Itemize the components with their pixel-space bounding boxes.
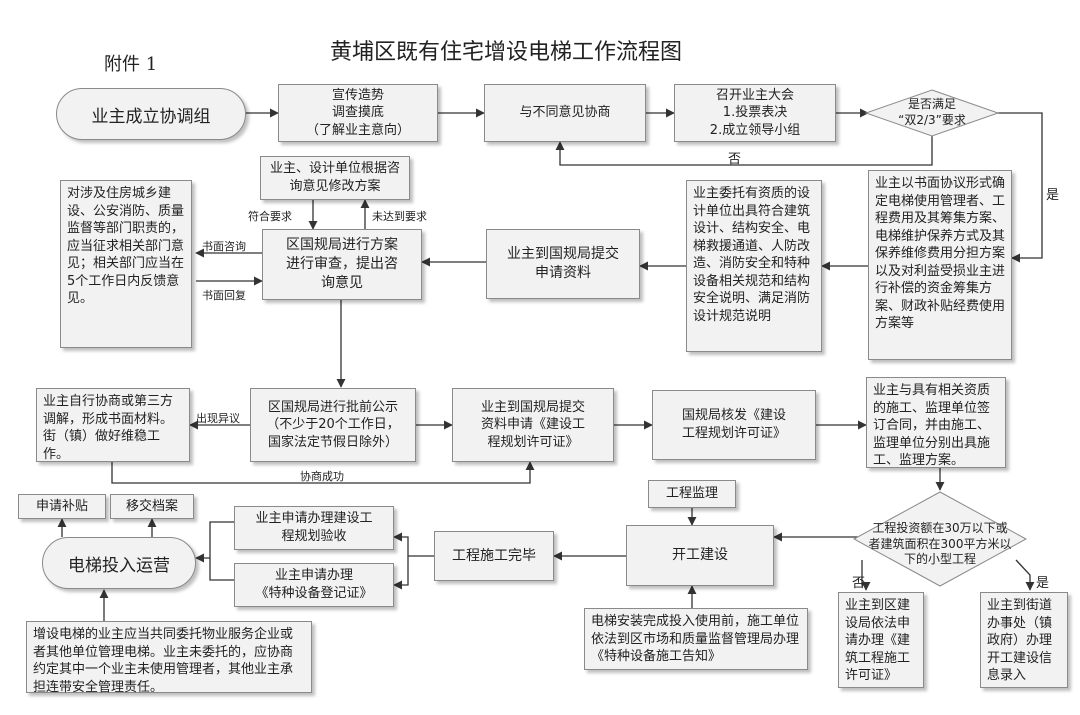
start-construction-node: 开工建设 xyxy=(626,525,774,586)
modify-plan-node: 业主、设计单位根据咨 询意见修改方案 xyxy=(260,156,410,200)
special-register-node: 业主申请办理 《特种设备登记证》 xyxy=(234,563,394,607)
attachment-label: 附件 1 xyxy=(104,54,158,75)
completed-node: 工程施工完毕 xyxy=(434,531,554,581)
acceptance-node: 业主申请办理建设工 程规划验收 xyxy=(234,506,394,550)
page-title: 黄埔区既有住宅增设电梯工作流程图 xyxy=(330,40,683,65)
install-notice-node: 电梯安装完成投入使用前，施工单位依法到区市场和质量监督管理局办理《特种设备施工告… xyxy=(584,608,808,670)
label-no-top: 否 xyxy=(728,152,742,167)
written-agreement-node: 业主以书面协议形式确定电梯使用管理者、工程费用及其筹集方案、电梯维护保养方式及其… xyxy=(868,170,1012,360)
decision-two-thirds: 是否满足 “双2/3”要求 xyxy=(898,97,966,127)
operation-node: 电梯投入运营 xyxy=(42,537,196,589)
label-objection: 出现异议 xyxy=(196,412,240,425)
subsidy-node: 申请补贴 xyxy=(18,494,106,519)
label-no-bottom: 否 xyxy=(852,576,866,591)
decision-diamond-shape xyxy=(864,89,1000,137)
label-written-consult: 书面咨询 xyxy=(202,240,246,253)
archive-node: 移交档案 xyxy=(110,494,194,519)
label-agreed: 协商成功 xyxy=(300,470,344,483)
sign-contract-node: 业主与具有相关资质的施工、监理单位签订合同，并由施工、监理单位分别出具施工、监理… xyxy=(866,377,1006,468)
small-project-decision: 工程投资额在30万以下或 者建筑面积在300平方米以 下的小型工程 xyxy=(868,521,1012,567)
apply-permit-node: 业主到国规局提交 资料申请《建设工 程规划许可证》 xyxy=(452,388,614,462)
design-unit-node: 业主委托有资质的设计单位出具符合建筑设计、结构安全、电梯救援通道、人防改造、消防… xyxy=(686,180,822,352)
issue-permit-node: 国规局核发《建设 工程规划许可证》 xyxy=(652,390,816,460)
mediate-node: 业主自行协商或第三方调解，形成书面材料。街（镇）做好维稳工作。 xyxy=(36,388,190,462)
label-meet-requirement: 符合要求 xyxy=(248,210,292,223)
submit-plan-node: 业主到国规局提交 申请资料 xyxy=(486,229,640,299)
safety-management-node: 增设电梯的业主应当共同委托物业服务企业或者其他单位管理电梯。业主未委托的，应协商… xyxy=(26,621,312,695)
meeting-node: 召开业主大会 1.投票表决 2.成立领导小组 xyxy=(674,84,836,142)
label-yes-bottom: 是 xyxy=(1036,576,1050,591)
small-project-diamond-shape xyxy=(852,491,1028,587)
label-written-reply: 书面回复 xyxy=(202,289,246,302)
supervision-node: 工程监理 xyxy=(648,480,736,508)
publicize-node: 宣传造势 调查摸底 （了解业主意向） xyxy=(278,84,438,142)
owners-group-node: 业主成立协调组 xyxy=(56,88,246,140)
consult-departments-node: 对涉及住房城乡建设、公安消防、质量监督等部门职责的，应当征求相关部门意见；相关部… xyxy=(60,180,192,348)
publicity-node: 区国规局进行批前公示 （不少于20个工作日， 国家法定节假日除外） xyxy=(250,388,416,462)
negotiate-node: 与不同意见协商 xyxy=(484,84,646,142)
label-yes-top: 是 xyxy=(1046,188,1060,203)
street-record-node: 业主到街道办事处（镇政府）办理开工建设信息录入 xyxy=(980,592,1068,688)
plan-review-node: 区国规局进行方案 进行审查，提出咨 询意见 xyxy=(262,229,422,300)
construction-permit-node: 业主到区建设局依法申请办理《建筑工程施工许可证》 xyxy=(838,592,924,688)
label-not-meet-requirement: 未达到要求 xyxy=(372,210,427,223)
